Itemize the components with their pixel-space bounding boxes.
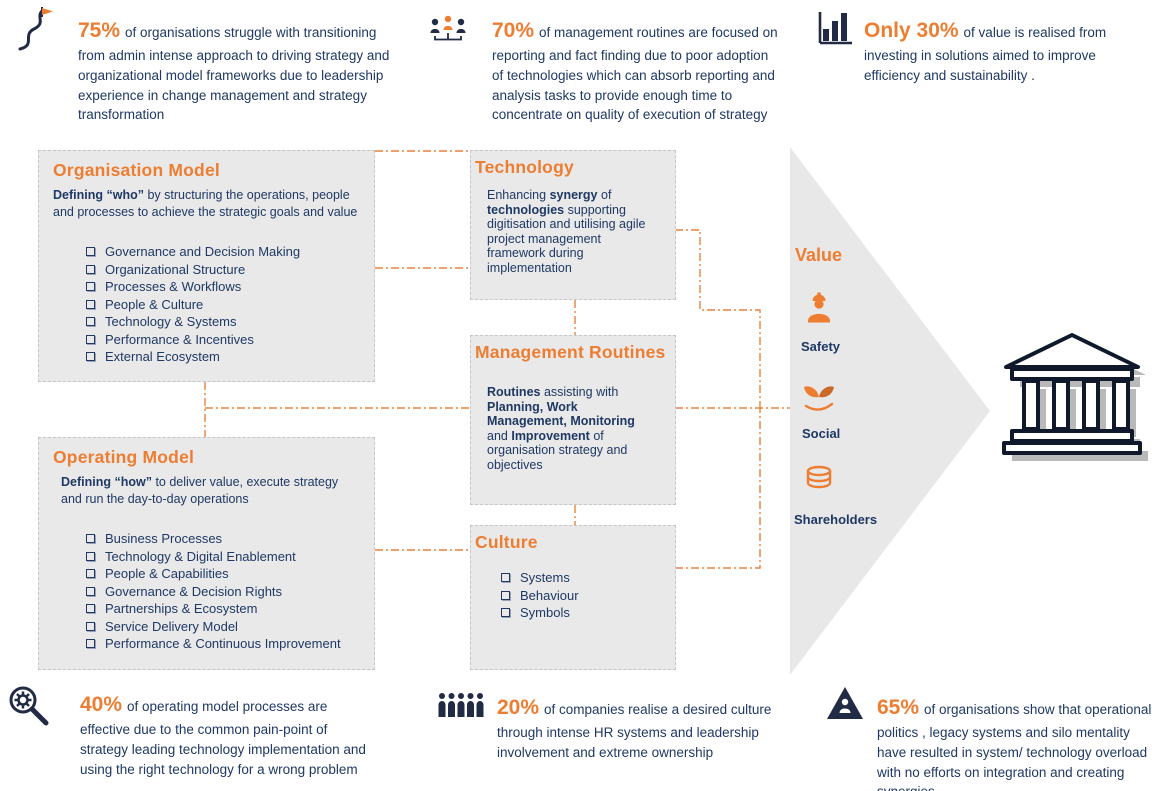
management-routines-desc: Routines assisting with Planning, Work M…	[487, 385, 635, 472]
checklist-item: Technology & Systems	[86, 313, 374, 331]
stat-number: Only 30%	[864, 19, 959, 42]
technology-title: Technology	[475, 157, 574, 177]
checklist-item: Organizational Structure	[86, 261, 374, 279]
stat-only-30: Only 30%of value is realised from invest…	[864, 16, 1152, 86]
stat-text: 65%of organisations show that operationa…	[877, 693, 1152, 791]
operating-model-list: Business Processes Technology & Digital …	[86, 530, 374, 653]
stat-70: 70%of management routines are focused on…	[492, 16, 780, 125]
checkbox-icon	[86, 264, 95, 274]
value-item-label: Shareholders	[794, 512, 878, 527]
organisation-model-list: Governance and Decision Making Organizat…	[86, 243, 374, 366]
value-item-label: Safety	[801, 339, 841, 354]
checkbox-icon	[86, 317, 95, 327]
management-routines-title: Management Routines	[475, 342, 666, 362]
operating-model-box: Operating Model Defining “how” to delive…	[38, 437, 375, 670]
checklist-item: Technology & Digital Enablement	[86, 548, 374, 566]
checklist-item: Service Delivery Model	[86, 618, 374, 636]
stat-number: 65%	[877, 696, 920, 719]
checkbox-icon	[86, 586, 95, 596]
stat-number: 70%	[492, 19, 535, 42]
checkbox-icon	[86, 621, 95, 631]
stat-body: of organisations struggle with transitio…	[78, 25, 390, 123]
checkbox-icon	[86, 551, 95, 561]
stat-40: 40%of operating model processes are effe…	[80, 690, 368, 779]
technology-desc: Enhancing synergy of technologies suppor…	[487, 188, 646, 275]
checklist-item: Governance & Decision Rights	[86, 583, 374, 601]
checklist-item: People & Capabilities	[86, 565, 374, 583]
stat-text: Only 30%of value is realised from invest…	[864, 16, 1152, 86]
stat-text: 20%of companies realise a desired cultur…	[497, 693, 779, 763]
technology-box: Technology Enhancing synergy of technolo…	[470, 150, 676, 300]
checklist-item: Behaviour	[501, 587, 675, 605]
organisation-model-desc: Defining “who” by structuring the operat…	[53, 188, 358, 219]
team-hierarchy-icon	[430, 15, 466, 41]
stat-75: 75%of organisations struggle with transi…	[78, 16, 393, 125]
culture-list: Systems Behaviour Symbols	[501, 569, 675, 622]
checkbox-icon	[86, 247, 95, 257]
stat-body: of management routines are focused on re…	[492, 25, 778, 123]
management-routines-box: Management Routines Routines assisting w…	[470, 335, 676, 505]
stat-body: of organisations show that operational p…	[877, 702, 1152, 791]
checklist-item: External Ecosystem	[86, 348, 374, 366]
organisation-model-title: Organisation Model	[53, 160, 220, 180]
stat-text: 70%of management routines are focused on…	[492, 16, 780, 125]
shareholders-icon	[806, 465, 832, 489]
stat-body: of value is realised from investing in s…	[864, 25, 1107, 83]
organisation-model-box: Organisation Model Defining “who” by str…	[38, 150, 375, 382]
checklist-item: Symbols	[501, 604, 675, 622]
people-group-icon	[438, 693, 484, 717]
value-arrow-shape	[790, 147, 990, 675]
magnifier-gear-icon	[9, 686, 49, 726]
checkbox-icon	[501, 590, 510, 600]
checklist-item: Governance and Decision Making	[86, 243, 374, 261]
stat-number: 75%	[78, 19, 121, 42]
checkbox-icon	[86, 299, 95, 309]
stat-body: of companies realise a desired culture t…	[497, 702, 772, 760]
checkbox-icon	[86, 534, 95, 544]
stat-number: 20%	[497, 696, 540, 719]
stat-number: 40%	[80, 693, 123, 716]
operating-model-title: Operating Model	[53, 447, 195, 467]
operating-model-desc: Defining “how” to deliver value, execute…	[61, 475, 339, 506]
checklist-item: Systems	[501, 569, 675, 587]
value-item-label: Social	[802, 426, 841, 441]
checkbox-icon	[86, 569, 95, 579]
checkbox-icon	[86, 604, 95, 614]
bank-icon	[1002, 333, 1148, 461]
checklist-item: People & Culture	[86, 296, 374, 314]
checkbox-icon	[501, 608, 510, 618]
checkbox-icon	[86, 282, 95, 292]
checkbox-icon	[86, 639, 95, 649]
checklist-item: Processes & Workflows	[86, 278, 374, 296]
culture-title: Culture	[475, 532, 538, 552]
culture-box: Culture Systems Behaviour Symbols	[470, 525, 676, 670]
checklist-item: Performance & Incentives	[86, 331, 374, 349]
checklist-item: Business Processes	[86, 530, 374, 548]
value-title: Value	[795, 245, 843, 265]
stat-text: 75%of organisations struggle with transi…	[78, 16, 393, 125]
safety-icon	[808, 292, 830, 323]
social-icon	[804, 386, 834, 411]
checklist-item: Partnerships & Ecosystem	[86, 600, 374, 618]
stat-text: 40%of operating model processes are effe…	[80, 690, 368, 779]
stat-20: 20%of companies realise a desired cultur…	[497, 693, 779, 763]
stat-body: of operating model processes are effecti…	[80, 699, 366, 777]
checkbox-icon	[86, 352, 95, 362]
mountain-person-icon	[827, 687, 863, 719]
checkbox-icon	[501, 573, 510, 583]
stat-65: 65%of organisations show that operationa…	[877, 693, 1152, 791]
leadership-journey-icon	[18, 7, 53, 51]
checklist-item: Performance & Continuous Improvement	[86, 635, 374, 653]
bar-chart-icon	[818, 12, 852, 45]
checkbox-icon	[86, 334, 95, 344]
